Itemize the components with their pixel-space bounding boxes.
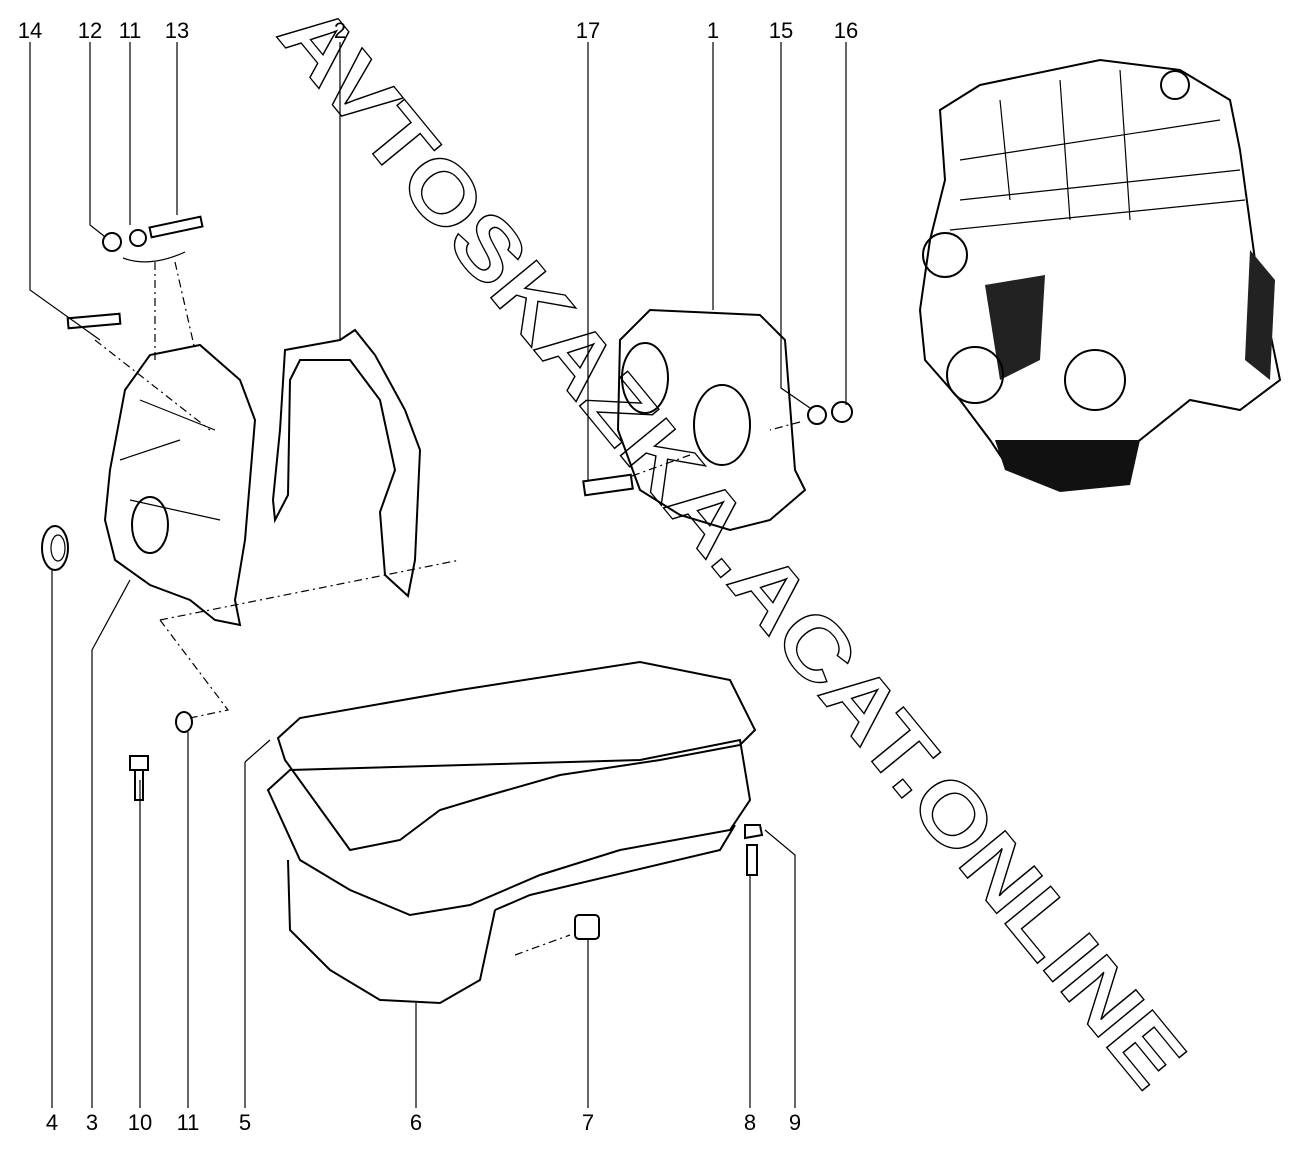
callouts-top: 14 12 11 13 2 17 1 15 16 (18, 18, 858, 43)
fasteners-top-left (66, 215, 211, 431)
callout-11-bottom: 11 (177, 1110, 200, 1135)
callout-2: 2 (334, 18, 346, 43)
part-5-6-oil-pan-and-gasket (129, 559, 764, 1005)
callout-5: 5 (239, 1110, 251, 1135)
callout-10: 10 (128, 1110, 152, 1135)
callout-3: 3 (86, 1110, 98, 1135)
callout-1: 1 (707, 18, 719, 43)
part-4-oil-seal (41, 525, 69, 571)
callout-15: 15 (769, 18, 793, 43)
callout-8: 8 (744, 1110, 756, 1135)
callout-9: 9 (789, 1110, 801, 1135)
part-2-gasket (271, 328, 422, 598)
callout-7: 7 (582, 1110, 594, 1135)
callout-4: 4 (46, 1110, 58, 1135)
callout-14: 14 (18, 18, 42, 43)
part-1-plate (582, 308, 853, 532)
part-3-front-cover (103, 343, 257, 627)
callouts-bottom: 4 3 10 11 5 6 7 8 9 (46, 1110, 801, 1135)
leader-lines (29, 42, 847, 1108)
callout-12: 12 (78, 18, 102, 43)
callout-6: 6 (410, 1110, 422, 1135)
callout-16: 16 (834, 18, 858, 43)
callout-13: 13 (165, 18, 189, 43)
callout-11: 11 (119, 18, 142, 43)
watermark: AVTOSKAZKA.ACAT.ONLINE (260, 0, 1204, 1106)
engine-illustration (918, 58, 1282, 492)
callout-17: 17 (576, 18, 600, 43)
